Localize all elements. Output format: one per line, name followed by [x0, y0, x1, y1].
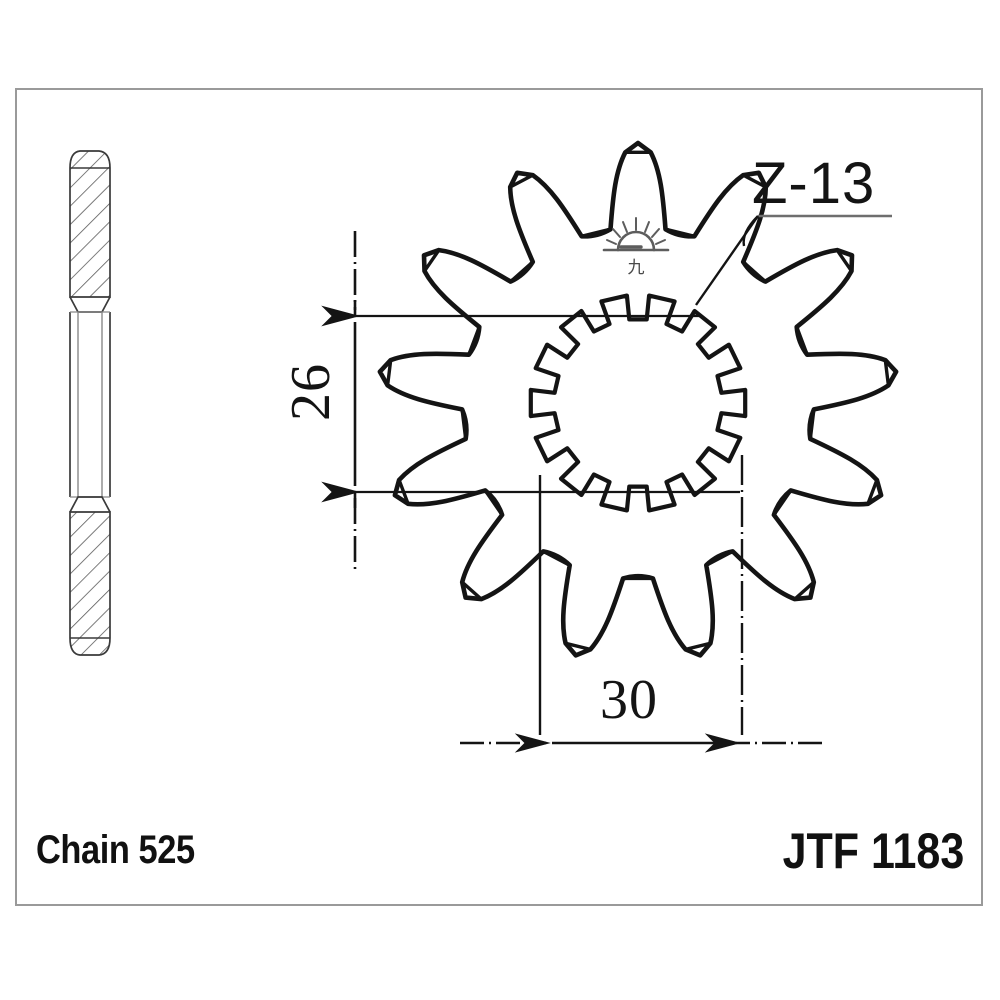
- dimension-label-26: 26: [280, 363, 342, 421]
- logo-sun-arc: [616, 230, 656, 252]
- teeth-callout-label: Z-13: [752, 151, 876, 216]
- logo-ray-r2: [651, 228, 660, 238]
- logo-ray-l3: [606, 239, 617, 245]
- chain-size-label: Chain 525: [36, 828, 195, 872]
- logo-ray-l2: [612, 228, 621, 238]
- sunrise-logo: 九: [602, 217, 670, 278]
- logo-ray-r1: [644, 221, 650, 233]
- logo-character: 九: [628, 258, 645, 278]
- logo-ray-l1: [622, 221, 628, 233]
- dimension-label-30: 30: [600, 669, 658, 731]
- logo-ray-r3: [655, 239, 666, 245]
- part-number-label: JTF 1183: [782, 823, 964, 879]
